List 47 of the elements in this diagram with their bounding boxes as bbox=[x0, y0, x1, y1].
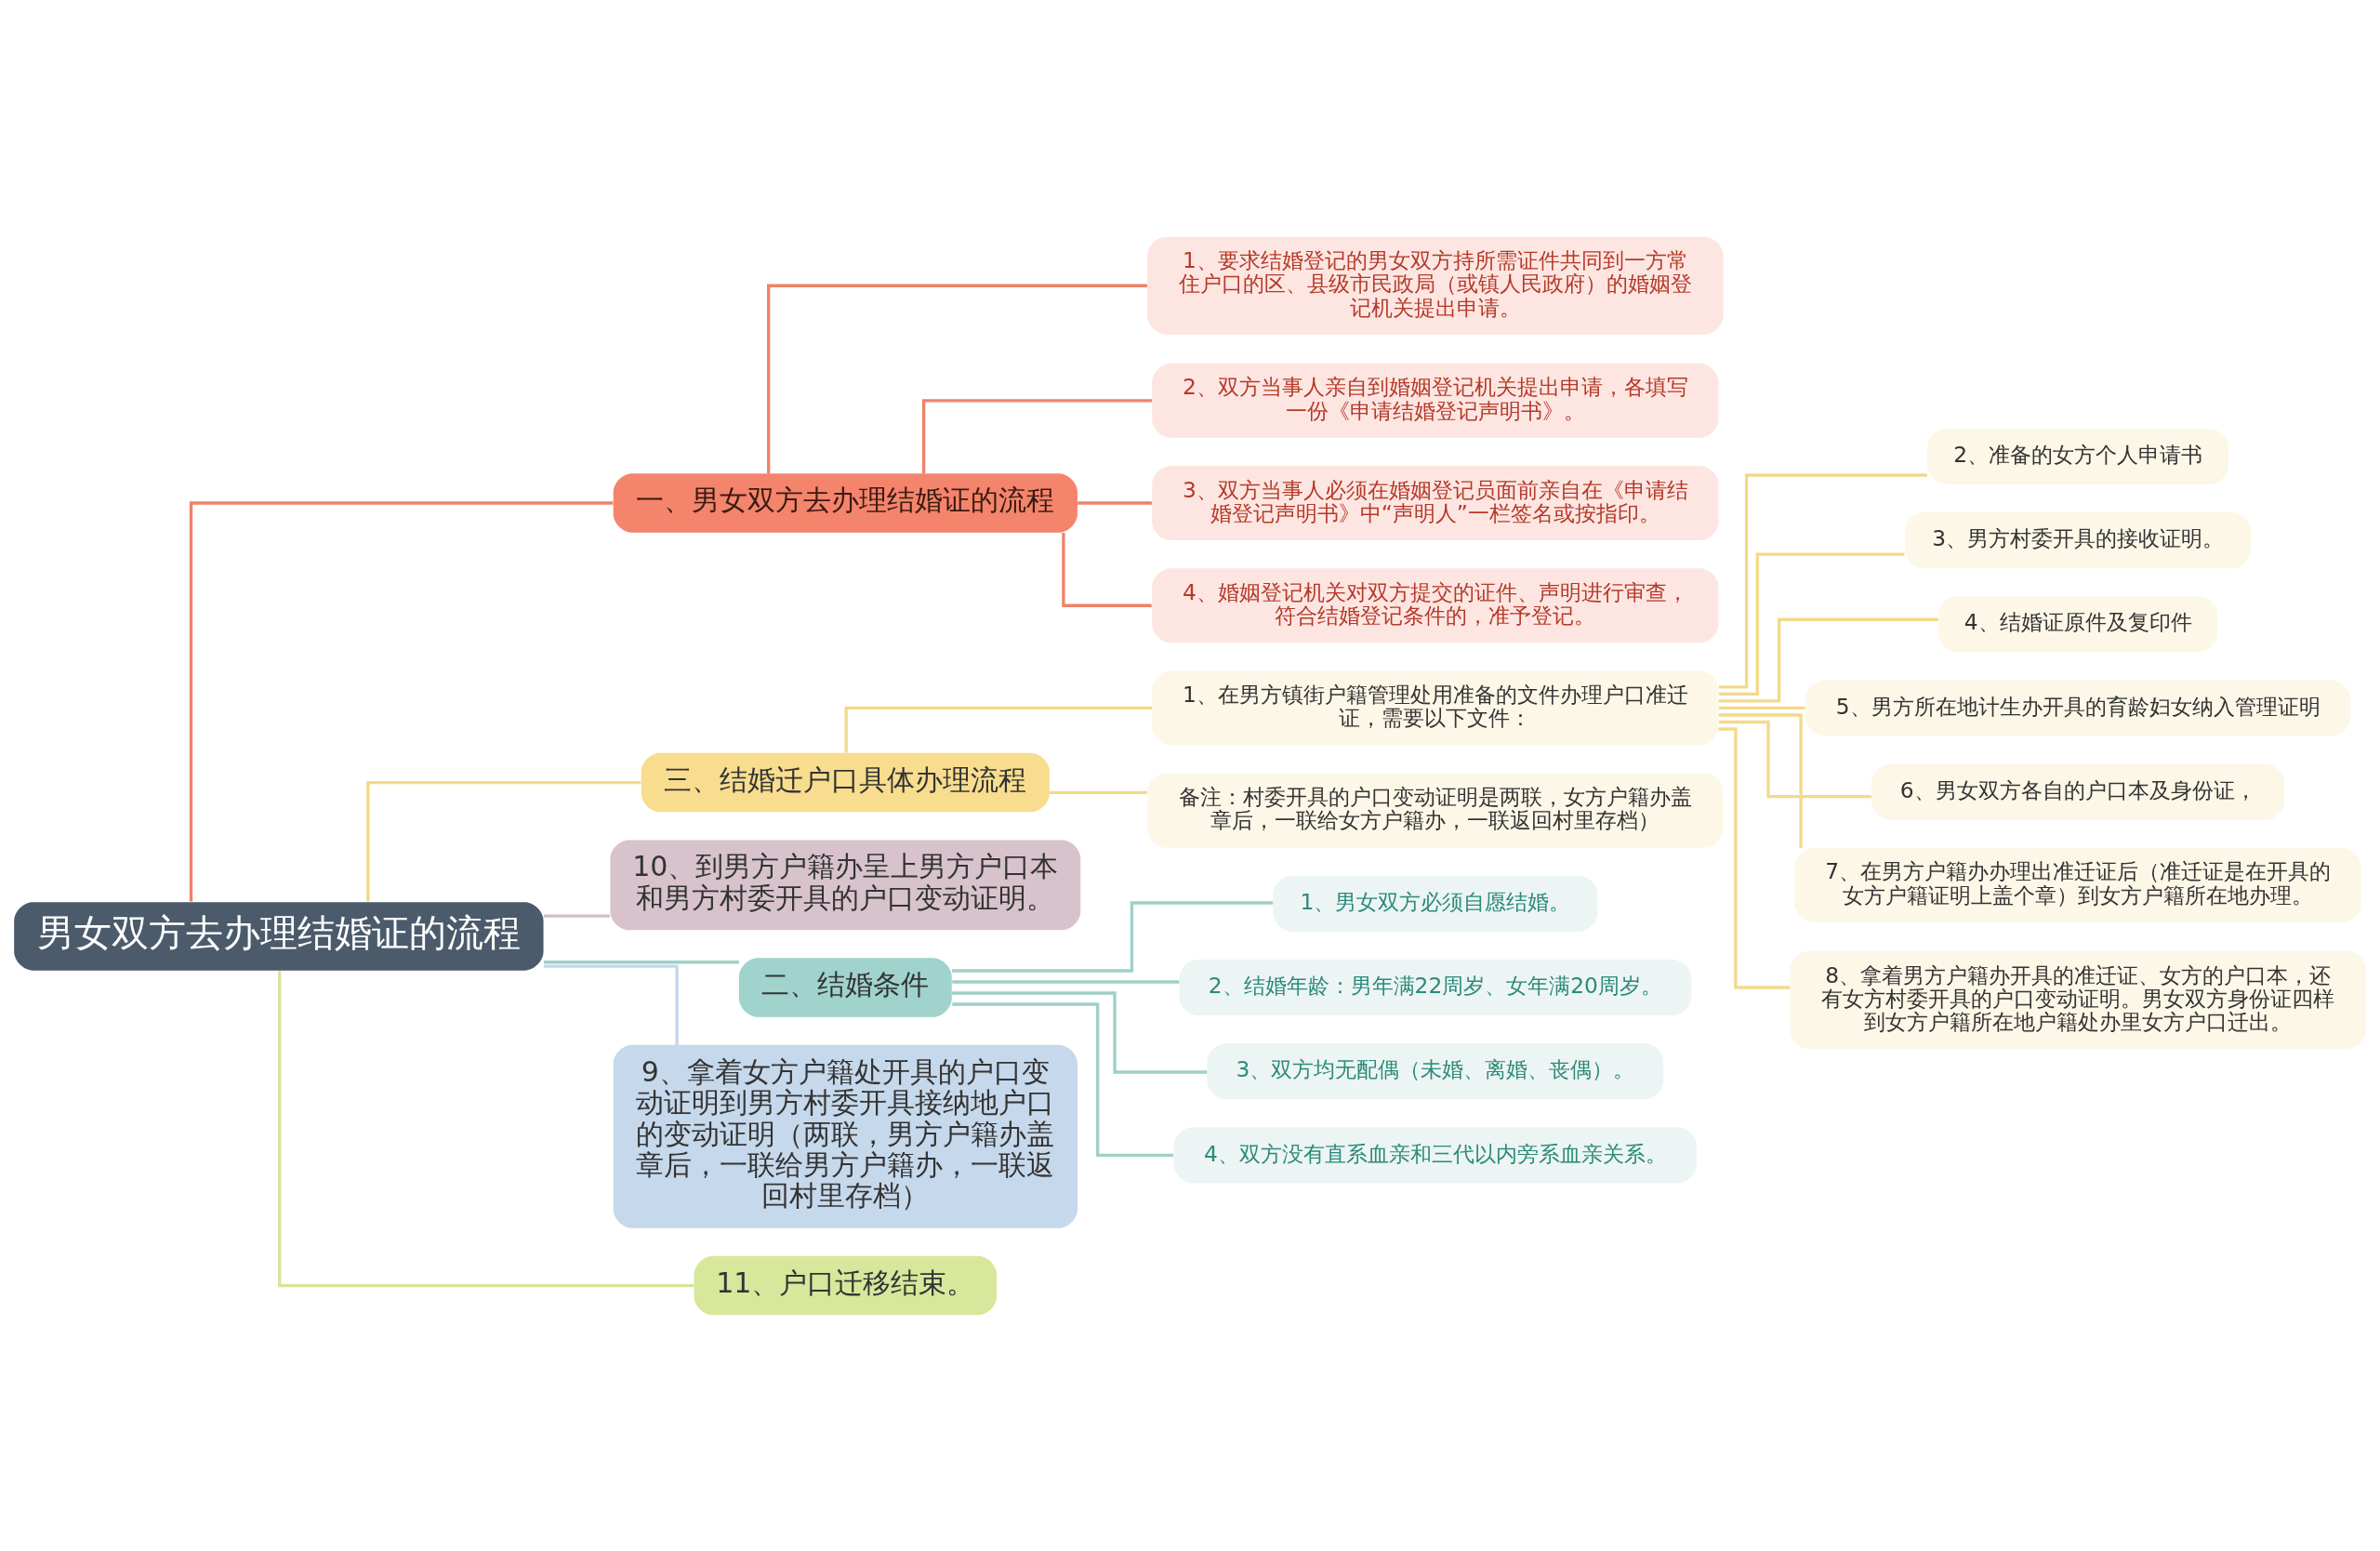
connector bbox=[1719, 706, 1805, 709]
node-box: 1、要求结婚登记的男女双方持所需证件共同到一方常住户口的区、县级市民政局（或镇人民政府）的婚姻登记机关提出申请。 bbox=[1147, 236, 1724, 335]
node-box: 8、拿着男方户籍办开具的准迁证、女方的户口本，还有女方村委开具的户口变动证明。男女双方身份证四样到女方户籍所在地户籍处办里女方户口迁出。 bbox=[1790, 950, 2366, 1049]
connector bbox=[543, 964, 679, 1045]
node-box: 3、男方村委开具的接收证明。 bbox=[1904, 511, 2252, 568]
node-box: 2、双方当事人亲自到婚姻登记机关提出申请，各填写一份《申请结婚登记声明书》。 bbox=[1152, 363, 1719, 438]
connector bbox=[921, 398, 1152, 473]
connector bbox=[1718, 617, 1938, 703]
connector bbox=[1719, 720, 1871, 798]
connector bbox=[952, 1001, 1174, 1157]
node-box: 二、结婚条件 bbox=[738, 957, 952, 1017]
connector bbox=[543, 960, 739, 963]
node-box: 5、男方所在地计生办开具的育龄妇女纳入管理证明 bbox=[1805, 679, 2351, 736]
node-box: 6、男女双方各自的户口本及身份证， bbox=[1871, 763, 2285, 820]
connector bbox=[1078, 500, 1152, 505]
connector bbox=[951, 990, 1208, 1074]
node-box: 10、到男方户籍办呈上男方户口本和男方村委开具的户口变动证明。 bbox=[610, 839, 1081, 930]
node-box: 4、婚姻登记机关对双方提交的证件、声明进行审查，符合结婚登记条件的，准予登记。 bbox=[1152, 567, 1719, 643]
connector bbox=[366, 780, 641, 901]
node-box: 9、拿着女方户籍处开具的户口变动证明到男方村委开具接纳地户口的变动证明（两联，男方户籍办盖章后，一联给男方户籍办，一联返回村里存档） bbox=[613, 1044, 1078, 1228]
connector bbox=[1719, 551, 1905, 696]
node-box: 3、双方当事人必须在婚姻登记员面前亲自在《申请结婚登记声明书》中“声明人”一栏签名或按指印。 bbox=[1152, 465, 1719, 540]
node-box: 2、结婚年龄：男年满22周岁、女年满20周岁。 bbox=[1179, 959, 1692, 1015]
node-box: 男女双方去办理结婚证的流程 bbox=[14, 901, 544, 971]
connector bbox=[952, 900, 1274, 973]
node-box: 一、男女双方去办理结婚证的流程 bbox=[613, 472, 1078, 533]
connector bbox=[1718, 472, 1927, 689]
node-box: 1、男女双方必须自愿结婚。 bbox=[1273, 875, 1598, 932]
node-box: 三、结婚迁户口具体办理流程 bbox=[641, 752, 1050, 812]
node-box: 备注：村委开具的户口变动证明是两联，女方户籍办盖章后，一联给女方户籍办，一联返回村里存档） bbox=[1147, 773, 1724, 848]
node-box: 1、在男方镇街户籍管理处用准备的文件办理户口准迁证，需要以下文件： bbox=[1152, 669, 1719, 745]
connector bbox=[952, 979, 1180, 984]
connector bbox=[1062, 532, 1152, 607]
node-box: 4、双方没有直系血亲和三代以内旁系血亲关系。 bbox=[1173, 1126, 1698, 1183]
connector bbox=[767, 284, 1147, 473]
node-box: 3、双方均无配偶（未婚、离婚、丧偶）。 bbox=[1207, 1042, 1664, 1099]
connector bbox=[1050, 790, 1147, 794]
connector bbox=[1718, 726, 1791, 989]
connector bbox=[189, 500, 614, 902]
node-box: 4、结婚证原件及复印件 bbox=[1937, 595, 2218, 652]
node-box: 2、准备的女方个人申请书 bbox=[1927, 428, 2229, 484]
node-box: 7、在男方户籍办办理出准迁证后（准迁证是在开具的女方户籍证明上盖个章）到女方户籍所在地办理。 bbox=[1794, 847, 2361, 922]
connector bbox=[278, 970, 694, 1287]
connector bbox=[844, 706, 1153, 752]
connector bbox=[543, 914, 610, 918]
node-box: 11、户口迁移结束。 bbox=[694, 1255, 998, 1315]
connector bbox=[1718, 712, 1803, 848]
